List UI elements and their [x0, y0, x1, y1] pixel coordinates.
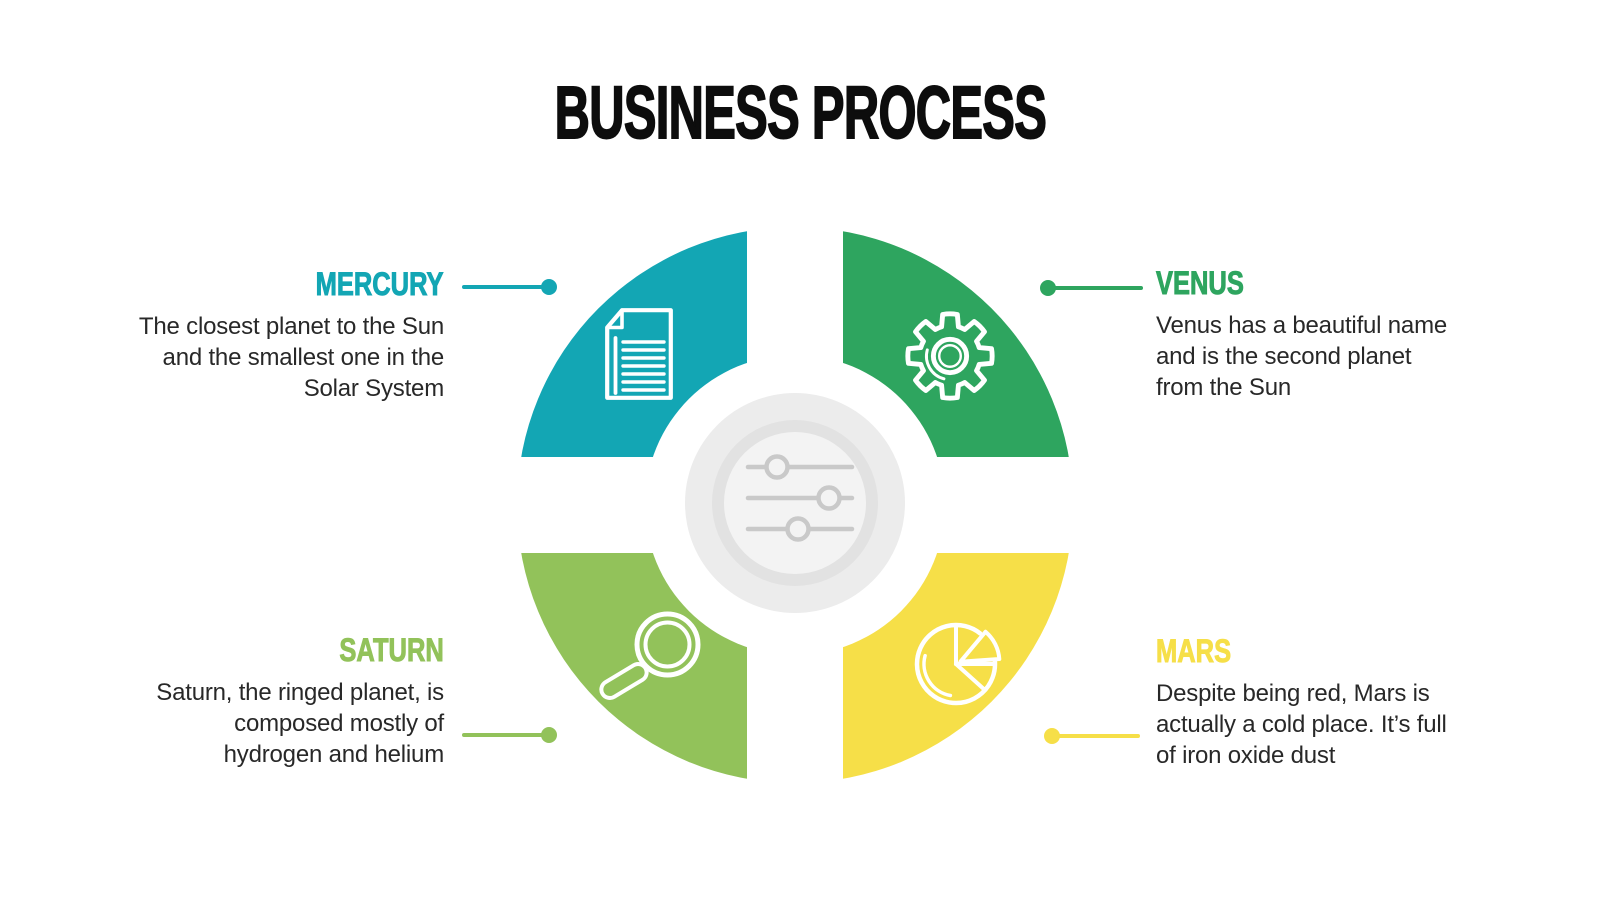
mars-connector-dot	[1044, 728, 1060, 744]
gear-icon	[905, 311, 995, 401]
venus-label-text: VENUS	[1156, 265, 1245, 302]
pie-chart-icon	[914, 622, 1002, 706]
venus-section: VENUS Venus has a beautiful name and is …	[1156, 265, 1546, 403]
document-icon	[605, 308, 673, 400]
center-circle-inner	[724, 432, 866, 574]
mars-section: MARS Despite being red, Mars is actually…	[1156, 633, 1546, 771]
page-title: BUSINESS PROCESS	[0, 71, 1600, 154]
mercury-connector-line	[462, 285, 549, 289]
saturn-connector-dot	[541, 727, 557, 743]
saturn-description: Saturn, the ringed planet, is composed m…	[156, 679, 444, 768]
venus-connector-line	[1050, 286, 1143, 290]
mercury-description: The closest planet to the Sun and the sm…	[138, 313, 444, 402]
saturn-connector-line	[462, 733, 549, 737]
venus-label: VENUS	[1156, 265, 1546, 302]
page-title-text: BUSINESS PROCESS	[554, 71, 1048, 154]
saturn-label-text: SATURN	[339, 632, 444, 669]
mercury-connector-dot	[541, 279, 557, 295]
mercury-label-text: MERCURY	[316, 266, 445, 303]
mercury-label: MERCURY	[54, 266, 445, 303]
saturn-label: SATURN	[54, 632, 444, 669]
mars-connector-line	[1054, 734, 1140, 738]
venus-description: Venus has a beautiful name and is the se…	[1156, 312, 1448, 401]
sliders-icon	[745, 454, 855, 542]
saturn-section: SATURN Saturn, the ringed planet, is com…	[54, 632, 444, 770]
mars-description: Despite being red, Mars is actually a co…	[1156, 680, 1447, 769]
magnifier-icon	[599, 611, 701, 700]
mars-label-text: MARS	[1156, 633, 1232, 670]
mercury-section: MERCURY The closest planet to the Sun an…	[54, 266, 445, 404]
mars-label: MARS	[1156, 633, 1546, 670]
venus-connector-dot	[1040, 280, 1056, 296]
